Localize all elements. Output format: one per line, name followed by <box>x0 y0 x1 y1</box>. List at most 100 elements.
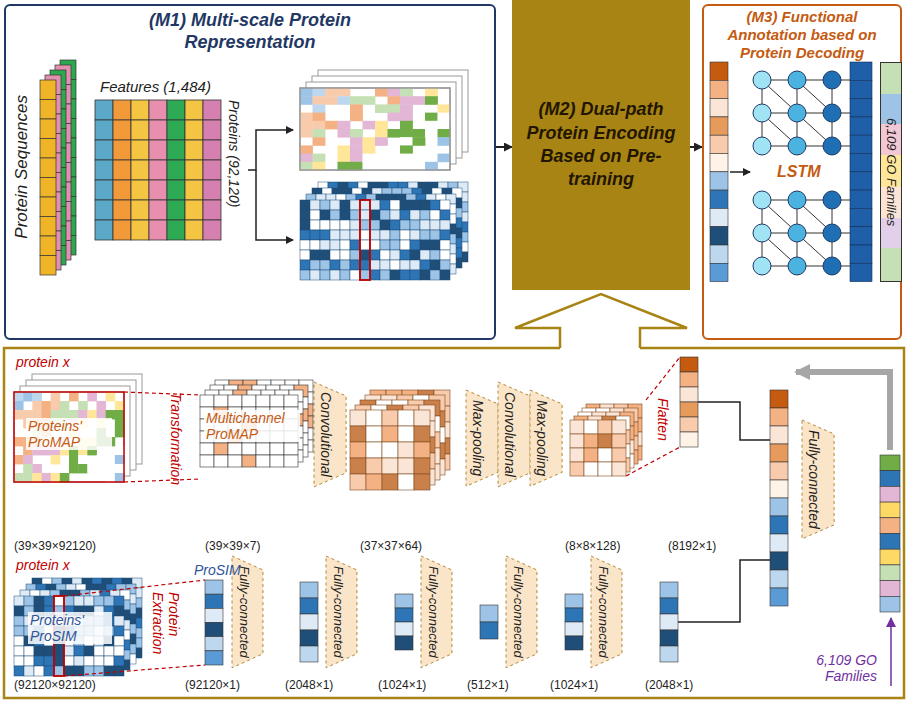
art-shape <box>880 534 900 550</box>
art-shape <box>149 120 167 140</box>
art-shape <box>320 260 330 270</box>
art-shape <box>104 666 114 676</box>
art-shape <box>380 220 390 230</box>
art-shape <box>64 646 74 656</box>
art-shape <box>313 129 326 138</box>
art-shape <box>770 516 788 534</box>
art-shape <box>430 210 440 220</box>
art-shape <box>363 137 376 146</box>
art-shape <box>390 200 400 210</box>
art-shape <box>205 580 223 594</box>
art-shape <box>363 162 376 171</box>
layer-label: Fully-connected <box>510 566 525 658</box>
art-shape <box>381 427 397 443</box>
art-shape <box>806 233 823 234</box>
art-shape <box>440 220 450 230</box>
art-shape <box>350 240 360 250</box>
art-shape <box>788 104 806 122</box>
art-shape <box>570 434 584 448</box>
art-shape <box>205 651 223 665</box>
art-shape <box>400 113 413 122</box>
art-shape <box>841 200 850 201</box>
art-shape <box>214 455 228 467</box>
art-shape <box>425 121 438 130</box>
branch-arrow <box>248 130 293 170</box>
art-shape <box>382 410 398 426</box>
art-shape <box>788 224 806 242</box>
dimension-label: (37×37×64) <box>360 540 422 554</box>
part-label: ProSIM <box>194 562 241 578</box>
art-shape <box>350 230 360 240</box>
art-shape <box>94 646 104 656</box>
part-label: Features (1,484) <box>100 78 211 95</box>
art-shape <box>320 270 330 280</box>
art-shape <box>320 250 330 260</box>
art-shape <box>313 121 326 130</box>
art-shape <box>167 140 185 160</box>
art-shape <box>414 426 430 442</box>
art-shape <box>97 401 107 410</box>
art-shape <box>114 626 124 636</box>
art-shape <box>430 260 440 270</box>
art-shape <box>375 129 388 138</box>
art-shape <box>397 443 413 459</box>
layer-label: Fully-connected <box>330 566 345 658</box>
art-shape <box>841 146 850 147</box>
art-shape <box>360 210 370 220</box>
art-shape <box>584 420 598 434</box>
art-shape <box>300 145 313 154</box>
art-shape <box>340 220 350 230</box>
art-shape <box>660 614 678 630</box>
art-shape <box>14 646 24 656</box>
art-shape <box>330 260 340 270</box>
art-shape <box>350 410 366 426</box>
layer-label: Fully-connected <box>236 566 251 658</box>
dimension-label: (2048×1) <box>285 679 333 693</box>
art-shape <box>14 392 124 482</box>
art-shape <box>14 596 24 606</box>
art-shape <box>710 135 728 153</box>
art-shape <box>185 220 203 240</box>
art-shape <box>626 357 680 476</box>
layer-shape <box>506 556 537 668</box>
art-shape <box>330 200 340 210</box>
part-label: Flatten <box>655 398 671 441</box>
art-shape <box>440 210 450 220</box>
art-shape <box>340 240 350 250</box>
art-shape <box>167 160 185 180</box>
art-shape <box>40 158 56 178</box>
art-shape <box>313 113 326 122</box>
art-shape <box>370 220 380 230</box>
art-shape <box>340 270 350 280</box>
art-shape <box>320 240 330 250</box>
art-shape <box>300 88 450 170</box>
art-shape <box>680 357 698 372</box>
art-shape <box>400 162 413 171</box>
art-shape <box>710 208 728 226</box>
flow-arrow <box>496 146 512 148</box>
art-shape <box>850 154 872 172</box>
art-shape <box>95 160 113 180</box>
art-shape <box>753 137 771 155</box>
art-shape <box>300 162 313 171</box>
art-shape <box>115 410 125 419</box>
art-shape <box>330 220 340 230</box>
art-shape <box>242 443 256 455</box>
art-shape <box>803 239 826 260</box>
art-shape <box>823 224 841 242</box>
art-shape <box>768 239 791 260</box>
art-shape <box>410 240 420 250</box>
art-shape <box>113 120 131 140</box>
art-shape <box>185 180 203 200</box>
art-shape <box>131 160 149 180</box>
art-shape <box>880 518 900 534</box>
hollow-arrow <box>515 294 687 348</box>
art-shape <box>205 623 223 637</box>
art-shape <box>832 242 833 257</box>
art-shape <box>425 96 438 105</box>
art-shape <box>256 455 270 467</box>
art-shape <box>149 220 167 240</box>
art-shape <box>256 443 270 455</box>
art-shape <box>440 200 450 210</box>
art-shape <box>14 392 24 401</box>
